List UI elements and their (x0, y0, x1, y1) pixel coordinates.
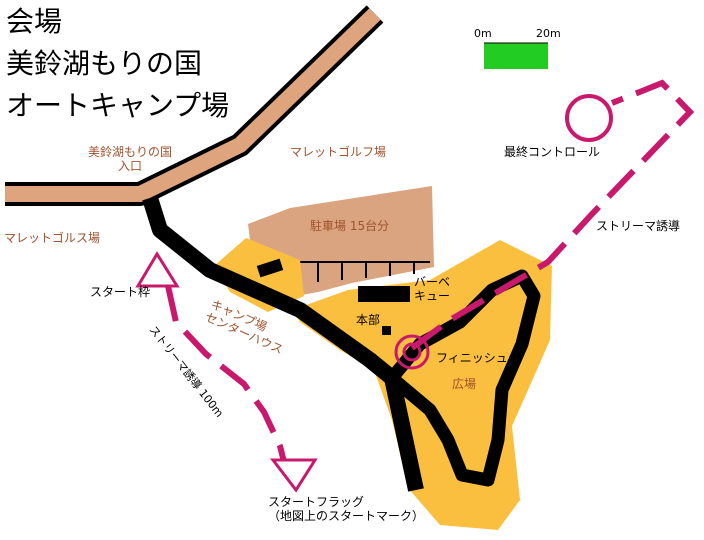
scale-zero-label: 0m (474, 27, 492, 40)
start-flag-label-line2: （地図上のスタートマーク） (268, 508, 425, 523)
start-flag-label-line1: スタートフラッグ (268, 495, 365, 509)
entrance-label-line2: 入口 (117, 158, 142, 173)
finish-label: フィニッシュ (436, 351, 508, 365)
final-control-label: 最終コントロール (504, 145, 601, 159)
start-flag-label: スタートフラッグ （地図上のスタートマーク） (268, 495, 425, 524)
hq-building (358, 286, 410, 302)
streamer-left-line (165, 285, 289, 471)
hq-marker (382, 326, 391, 335)
mallet-golf-left-label: マレットゴルス場 (4, 231, 101, 245)
title-line2: 美鈴湖もりの国 (6, 47, 203, 80)
entrance-label: 美鈴湖もりの国 入口 (82, 145, 178, 174)
final-control-circle (565, 94, 613, 142)
bbq-label-line2: キュー (414, 288, 451, 303)
streamer-right-label: ストリーマ誘導 (596, 219, 681, 233)
entrance-road (5, 5, 384, 206)
start-frame-triangle (135, 251, 180, 288)
loop-path (386, 269, 541, 487)
title-line1: 会場 (6, 5, 63, 38)
plaza-label: 広場 (452, 377, 477, 391)
entrance-label-line1: 美鈴湖もりの国 (87, 145, 172, 159)
scale-max-label: 20m (536, 27, 561, 40)
start-flag-triangle (269, 458, 318, 493)
title-line3: オートキャンプ場 (6, 89, 230, 122)
start-frame-label: スタート枠 (90, 285, 151, 299)
hq-label: 本部 (356, 313, 381, 327)
mallet-golf-top-label: マレットゴルフ場 (290, 145, 387, 159)
bbq-label-line1: バーベ (414, 275, 451, 289)
bbq-label: バーベ キュー (414, 275, 451, 304)
finish-mark (394, 334, 430, 370)
streamer-right-line (410, 79, 695, 351)
scale-bar (484, 42, 548, 69)
parking-label: 駐車場 15台分 (310, 219, 390, 233)
